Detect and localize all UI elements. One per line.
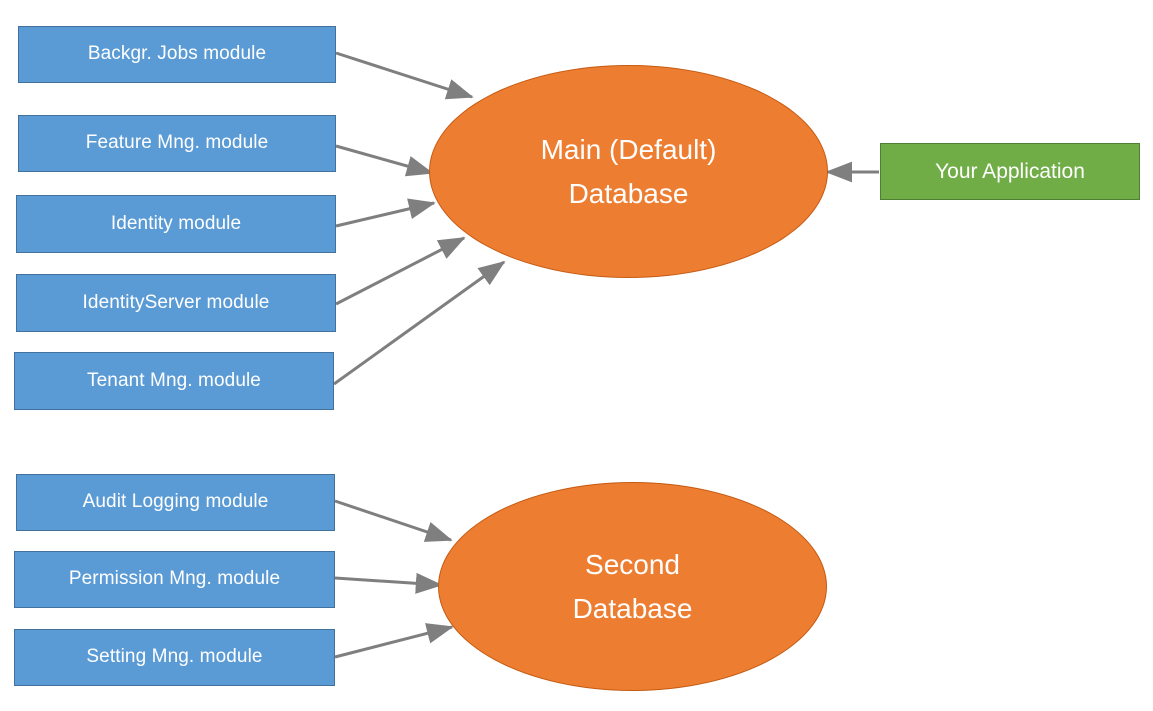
your-application-node[interactable]: Your Application	[880, 143, 1140, 200]
main-database-label-line1: Main (Default)	[540, 134, 717, 166]
connector-identity-to-main	[335, 198, 436, 228]
module-box-identityserver[interactable]: IdentityServer module	[16, 274, 336, 332]
module-box-feature-mng[interactable]: Feature Mng. module	[18, 115, 336, 172]
second-database-label-line1: Second	[585, 549, 680, 581]
module-box-backgr-jobs[interactable]: Backgr. Jobs module	[18, 26, 336, 83]
module-box-tenant-mng[interactable]: Tenant Mng. module	[14, 352, 334, 410]
connector-tenant-mng-to-main	[333, 260, 506, 386]
connector-audit-logging-to-second	[334, 499, 453, 542]
second-database-label-line2: Database	[572, 592, 693, 624]
module-label: Backgr. Jobs module	[87, 43, 267, 65]
main-database-label-line2: Database	[568, 177, 689, 209]
module-box-permission-mng[interactable]: Permission Mng. module	[14, 551, 335, 608]
module-label: Feature Mng. module	[85, 132, 269, 154]
module-label: Identity module	[110, 212, 242, 234]
connector-feature-mng-to-main	[335, 144, 434, 177]
connector-setting-mng-to-second	[334, 623, 454, 659]
module-label: Setting Mng. module	[86, 646, 263, 668]
connector-identityserver-to-main	[335, 236, 466, 306]
module-label: Tenant Mng. module	[87, 369, 261, 391]
module-box-identity[interactable]: Identity module	[16, 195, 336, 253]
module-box-audit-logging[interactable]: Audit Logging module	[16, 474, 335, 531]
connector-permission-mng-to-second	[334, 572, 443, 594]
main-database-node[interactable]: Main (Default) Database	[429, 65, 828, 278]
connector-backgr-jobs-to-main	[335, 51, 474, 100]
application-label: Your Application	[935, 159, 1085, 183]
second-database-node[interactable]: Second Database	[438, 482, 827, 691]
module-label: IdentityServer module	[82, 291, 270, 313]
module-box-setting-mng[interactable]: Setting Mng. module	[14, 629, 335, 686]
module-label: Audit Logging module	[82, 491, 269, 513]
module-label: Permission Mng. module	[68, 568, 281, 590]
